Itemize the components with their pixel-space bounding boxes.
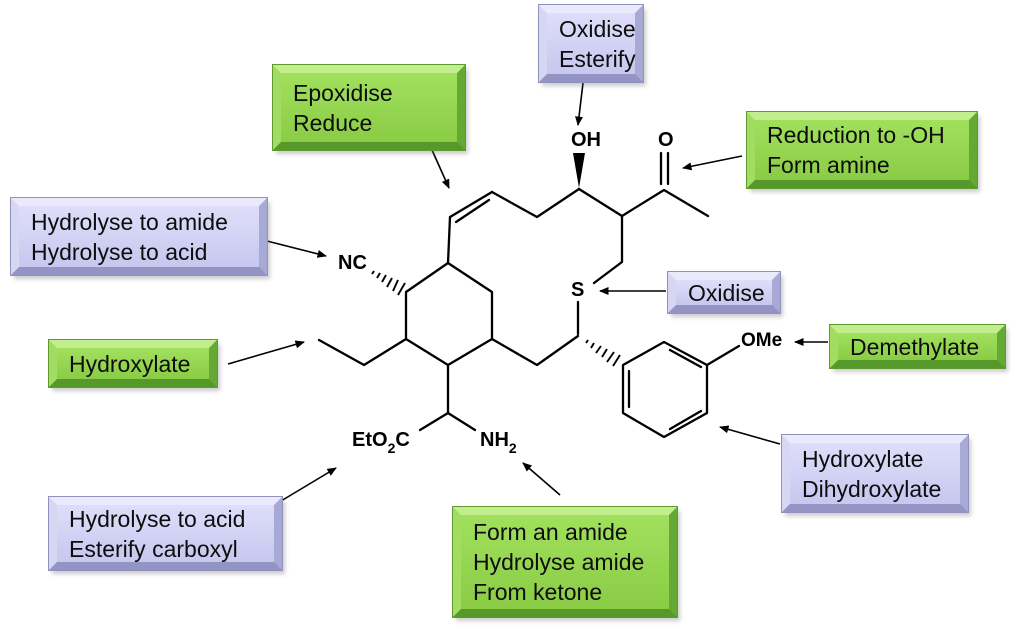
ch-to-ester-bond xyxy=(418,411,450,432)
callout-line: Esterify carboxyl xyxy=(69,535,238,562)
callout-line: Reduce xyxy=(293,109,373,136)
callout-line: Form amine xyxy=(767,152,890,178)
callout-line: Oxidise xyxy=(559,15,636,42)
callout-line: Oxidise xyxy=(688,279,765,306)
methoxy-label: OMe xyxy=(741,330,783,351)
callout-line: Hydrolyse to acid xyxy=(69,505,246,532)
callout-hydrolyse-amide-acid: Hydrolyse to amide Hydrolyse to acid xyxy=(10,197,268,276)
alkene-stem-bond xyxy=(446,215,452,265)
callout-line: Demethylate xyxy=(850,333,980,360)
methoxy-bond xyxy=(705,344,741,367)
callout-line: Esterify xyxy=(559,45,636,72)
callout-line: Hydrolyse to amide xyxy=(31,208,228,235)
arrow-hydrolyse-acid-esterify xyxy=(280,467,337,502)
ester-label: EtO2C xyxy=(352,429,410,456)
callout-line: Hydrolyse to acid xyxy=(31,238,208,265)
arrow-oxidise-esterify xyxy=(575,82,584,126)
arrow-hydroxylate-chain xyxy=(227,340,305,365)
carbonyl-double-bond xyxy=(659,151,670,186)
hydroxyl-label: OH xyxy=(571,129,601,151)
chain-to-carbinol xyxy=(490,187,581,219)
callout-line: Hydrolyse amide xyxy=(473,549,645,575)
nitrile-hash-bond xyxy=(371,270,406,296)
arrow-form-amide-ketone xyxy=(522,462,561,496)
callout-line: Reduction to -OH xyxy=(767,122,945,148)
alkyl-chain-bond xyxy=(317,337,408,367)
hydroxyl-wedge-bond xyxy=(573,153,585,188)
benzene-ring xyxy=(621,340,709,439)
callout-line: Epoxidise xyxy=(293,79,393,106)
benzylic-hash-bond xyxy=(585,339,621,367)
arrow-hydroxylate-dihydroxylate xyxy=(719,425,781,445)
callout-epoxidise-reduce: Epoxidise Reduce xyxy=(272,64,466,151)
cyclohexane-ring xyxy=(404,261,494,367)
chain-to-sulfur xyxy=(592,214,624,285)
callout-line: Dihydroxylate xyxy=(802,475,942,502)
callout-line: Hydroxylate xyxy=(802,445,924,472)
callout-demethylate: Demethylate xyxy=(829,324,1006,369)
nitrile-label: NC xyxy=(338,252,367,274)
callout-reduction-form-amine: Reduction to -OH Form amine xyxy=(746,111,978,189)
callout-oxidise-sulfur: Oxidise xyxy=(667,271,781,314)
benzene-inner-double-bonds xyxy=(627,348,703,431)
callout-line: Form an amide xyxy=(473,519,628,545)
callout-form-amide-ketone: Form an amide Hydrolyse amide From keton… xyxy=(452,506,678,618)
callout-hydroxylate-dihydroxylate: Hydroxylate Dihydroxylate xyxy=(781,434,969,513)
arrow-hydrolyse-amide-acid xyxy=(262,239,327,258)
ch-to-amine-bond xyxy=(446,411,477,432)
benzylic-to-ring-bond xyxy=(490,334,580,367)
alkene-double-bond xyxy=(448,190,494,224)
ketone-oxygen-label: O xyxy=(658,129,674,151)
callout-hydroxylate-chain: Hydroxylate xyxy=(48,339,218,388)
callout-line: Hydroxylate xyxy=(69,350,191,377)
thioether-label: S xyxy=(571,279,585,301)
amine-label: NH2 xyxy=(480,429,517,456)
callout-hydrolyse-acid-esterify: Hydrolyse to acid Esterify carboxyl xyxy=(48,496,283,571)
callout-line: From ketone xyxy=(473,579,603,605)
callout-arrows xyxy=(227,82,828,502)
molecule-structure xyxy=(317,151,741,439)
chain-to-ketone xyxy=(577,187,710,218)
callout-oxidise-esterify: Oxidise Esterify xyxy=(538,4,644,83)
arrow-epoxidise-reduce xyxy=(431,149,450,189)
arrow-reduction-form-amine xyxy=(682,155,743,171)
